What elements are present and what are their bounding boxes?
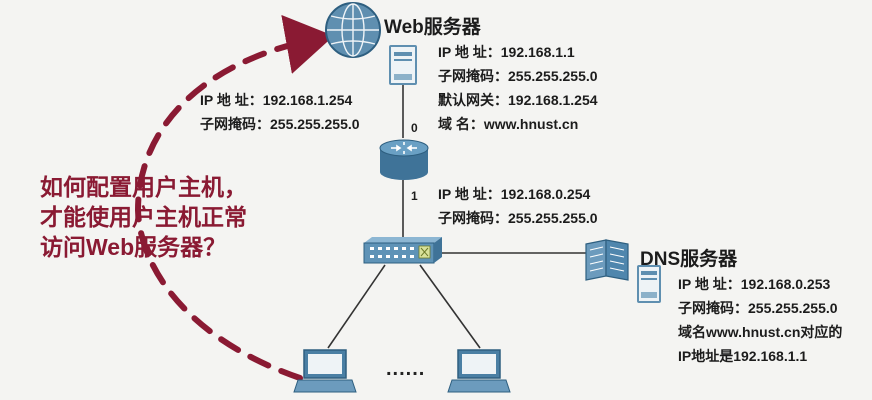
router-port-0: 0 [411,121,418,135]
question-line-1: 如何配置用户主机， [40,174,247,200]
hosts-ellipsis: ...... [386,358,426,380]
dns-book-icon [585,239,629,281]
web-server-ip: IP 地 址：192.168.1.1 [438,44,575,60]
question-line-3: 访问Web服务器？ [40,234,227,260]
web-server-domain: 域 名：www.hnust.cn [438,116,579,132]
web-server-gateway: 默认网关：192.168.1.254 [438,92,598,108]
link-switch-host-left [327,264,386,349]
switch-icon [363,237,442,264]
router-right-mask: 子网掩码：255.255.255.0 [438,210,598,226]
dns-server-icon [637,265,661,303]
router-port-1: 1 [411,189,418,203]
dns-record-line-1: 域名www.hnust.cn对应的 [678,324,843,340]
router-icon [379,139,429,180]
host-computer-left-icon [293,349,357,393]
router-right-ip: IP 地 址：192.168.0.254 [438,186,591,202]
link-switch-host-right [419,264,481,349]
question-text: 如何配置用户主机， 才能使用户主机正常 访问Web服务器？ [40,172,247,262]
dns-server-ip: IP 地 址：192.168.0.253 [678,276,831,292]
web-server-mask: 子网掩码：255.255.255.0 [438,68,598,84]
dashed-arrow [134,14,334,381]
router-left-ip: IP 地 址：192.168.1.254 [200,92,353,108]
connection-lines [327,84,590,349]
web-server-icon [389,45,417,85]
host-computer-right-icon [447,349,511,393]
dns-record-line-2: IP地址是192.168.1.1 [678,348,808,364]
dns-server-mask: 子网掩码：255.255.255.0 [678,300,838,316]
router-left-mask: 子网掩码：255.255.255.0 [200,116,360,132]
question-line-2: 才能使用户主机正常 [40,204,247,230]
web-server-title: Web服务器 [384,17,481,38]
globe-icon [325,2,381,58]
dns-server-title: DNS服务器 [640,249,738,270]
